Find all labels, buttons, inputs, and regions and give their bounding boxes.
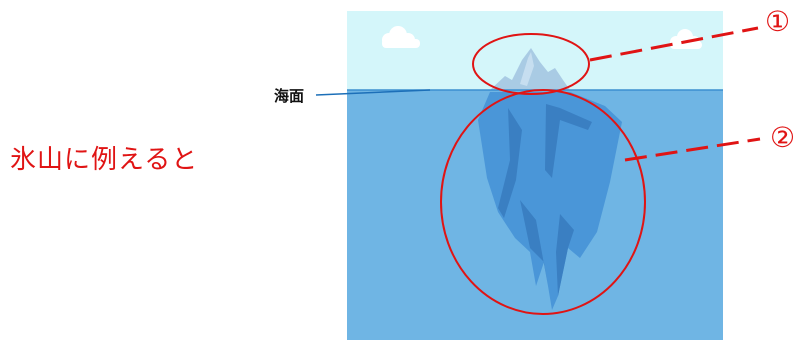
annotation-leader-2 xyxy=(624,137,761,162)
annotation-ellipse-1 xyxy=(472,33,590,95)
annotation-leader-1 xyxy=(589,26,759,62)
marker-1-label: ① xyxy=(765,5,791,38)
cloud-icon xyxy=(382,26,420,48)
iceberg-shadow xyxy=(520,200,548,286)
sea-level-label: 海面 xyxy=(274,87,305,105)
iceberg-shadow xyxy=(545,104,592,178)
marker-2-label: ② xyxy=(770,121,796,154)
iceberg-shadow xyxy=(498,108,522,218)
sea-level-pointer xyxy=(315,89,431,96)
annotation-ellipse-2 xyxy=(440,89,646,315)
iceberg-tip-highlight xyxy=(520,52,534,86)
iceberg-shadow xyxy=(556,214,574,296)
heading: 氷山に例えると xyxy=(10,145,199,175)
